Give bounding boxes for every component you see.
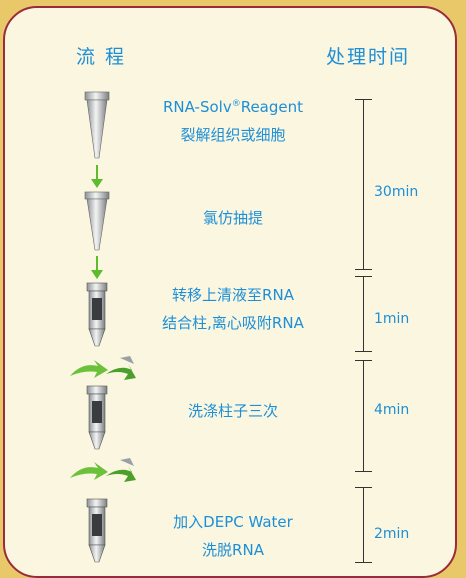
time-header: 处理时间	[326, 46, 411, 68]
step-3-line1: 转移上清液至RNA	[172, 286, 294, 304]
tube-icon	[86, 282, 108, 347]
tube-icon	[84, 91, 110, 159]
tube-icon	[84, 191, 110, 251]
step-4-text: 洗涤柱子三次	[187, 402, 278, 420]
tube-icon	[86, 498, 108, 563]
step-5-line1: 加入DEPC Water	[173, 513, 293, 531]
down-arrow-icon	[91, 256, 103, 279]
step-2-text: 氯仿抽提	[202, 209, 263, 227]
process-header: 流 程	[76, 46, 127, 68]
step-3-text: 转移上清液至RNA 结合柱,离心吸附RNA	[138, 281, 328, 337]
time-2: 1min	[374, 311, 410, 327]
time-bracket-2	[355, 276, 373, 352]
protocol-card	[3, 6, 457, 578]
down-arrow-icon	[91, 165, 103, 188]
step-1-line2: 裂解组织或细胞	[180, 126, 286, 144]
tube-icon	[86, 385, 108, 450]
spin-arrow-icon	[70, 356, 136, 380]
step-5-line2: 洗脱RNA	[202, 541, 264, 559]
time-bracket-1	[355, 99, 373, 270]
time-bracket-3	[355, 360, 373, 472]
time-bracket-4	[355, 487, 373, 563]
time-4: 2min	[374, 526, 410, 542]
step-5-text: 加入DEPC Water 洗脱RNA	[138, 508, 328, 564]
spin-arrow-icon	[70, 458, 136, 482]
step-1-line1: RNA-Solv®Reagent	[162, 98, 304, 116]
step-1-text: RNA-Solv®Reagent 裂解组织或细胞	[138, 90, 328, 149]
step-3-line2: 结合柱,离心吸附RNA	[162, 314, 304, 332]
time-3: 4min	[374, 402, 410, 418]
time-1: 30min	[374, 184, 419, 200]
